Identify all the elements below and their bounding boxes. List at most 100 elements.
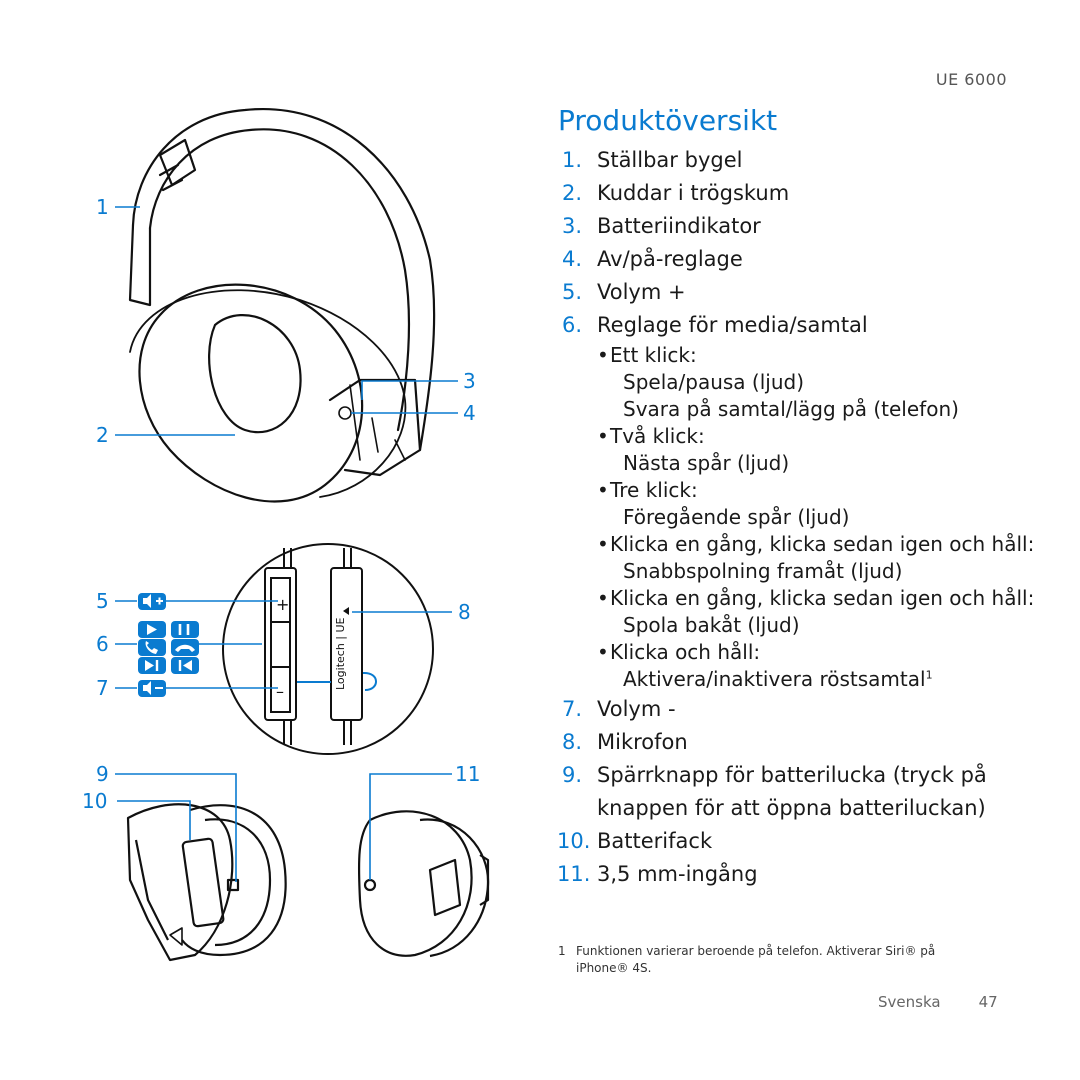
sub-item-label: Klicka en gång, klicka sedan igen och hå…: [610, 586, 1035, 610]
item-label: Mikrofon: [597, 730, 688, 754]
callout-2: 2: [96, 423, 109, 447]
sub-item-desc: Svara på samtal/lägg på (telefon): [623, 397, 959, 421]
audio-jack: [363, 878, 377, 892]
remote-cable-right-top: [343, 548, 352, 568]
callout-line-11: [369, 773, 452, 880]
sub-item-label: Tre klick:: [610, 478, 698, 502]
right-earcup-jack-area: [428, 858, 462, 917]
list-item-3: 3. Batteriindikator: [562, 210, 1042, 243]
item-number: 1.: [562, 148, 583, 172]
sub-item: Klicka en gång, klicka sedan igen och hå…: [597, 531, 1042, 585]
item-label: Volym +: [597, 280, 686, 304]
item-label: Batteriindikator: [597, 214, 761, 238]
item-number: 4.: [562, 247, 583, 271]
item-label: Volym -: [597, 697, 676, 721]
earcup-backplate-rim: [349, 384, 406, 461]
list-item-8: 8. Mikrofon: [562, 726, 1042, 759]
remote-brand-label: Logitech | UE: [334, 617, 347, 690]
item-label: Batterifack: [597, 829, 713, 853]
answer-call-icon: [138, 639, 166, 656]
earcups-open-view: [126, 803, 490, 962]
right-earcup-port: [479, 854, 490, 906]
callout-9: 9: [96, 762, 109, 786]
remote-cable-left-bottom: [283, 720, 292, 745]
product-illustration: 1 2 3 4 + – Logitech | UE 5 6: [82, 107, 490, 962]
sub-item-label: Klicka och håll:: [610, 640, 761, 664]
item-number: 3.: [562, 214, 583, 238]
item-number: 8.: [562, 730, 583, 754]
battery-door-inner: [134, 839, 169, 941]
list-item-9: 9.Spärrknapp för batterilucka (tryck på …: [562, 759, 1042, 825]
sub-item-label: Klicka en gång, klicka sedan igen och hå…: [610, 532, 1035, 556]
remote-body-left-inner: [270, 577, 291, 713]
latch-button: [226, 878, 240, 892]
volume-down-icon: [138, 680, 166, 697]
next-track-icon: [138, 657, 166, 674]
callout-5: 5: [96, 589, 109, 613]
sub-item-desc: Spola bakåt (ljud): [623, 613, 800, 637]
item-number: 6.: [562, 313, 583, 337]
remote-body-right: [330, 567, 363, 721]
headband-inner: [148, 128, 411, 432]
list-item-11: 11.3,5 mm-ingång: [557, 858, 1042, 891]
model-name: UE 6000: [935, 70, 1007, 89]
page-title: Produktöversikt: [558, 104, 778, 137]
page-number: 47: [978, 993, 998, 1011]
callout-6: 6: [96, 632, 109, 656]
left-earcup-inner: [204, 818, 272, 947]
list-item-4: 4. Av/på-reglage: [562, 243, 1042, 276]
callout-3: 3: [463, 369, 476, 393]
headphones-side-view: [128, 107, 436, 503]
list-item-7: 7.Volym -: [562, 693, 1042, 726]
power-switch-mark: [338, 406, 352, 420]
end-call-icon: [171, 639, 199, 656]
list-item-2: 2.Kuddar i trögskum: [562, 177, 1042, 210]
play-icon: [138, 621, 166, 638]
pause-icon: [171, 621, 199, 638]
item-number: 11.: [557, 862, 591, 886]
item-label: Spärrknapp för batterilucka (tryck på kn…: [597, 763, 987, 820]
sub-item-desc-text: Aktivera/inaktivera röstsamtal: [623, 667, 926, 691]
left-earcup: [181, 804, 287, 957]
item-label: Av/på-reglage: [597, 247, 743, 271]
right-earcup: [357, 810, 473, 957]
item-number: 5.: [562, 280, 583, 304]
feature-list: 1.Ställbar bygel 2.Kuddar i trögskum 3. B…: [557, 144, 1042, 891]
sub-item-label: Två klick:: [610, 424, 705, 448]
item-number: 10.: [557, 829, 591, 853]
headband-outer: [131, 107, 436, 452]
callout-7: 7: [96, 676, 109, 700]
callout-1: 1: [96, 195, 109, 219]
callout-4: 4: [463, 401, 476, 425]
right-earcup-shell: [419, 818, 490, 958]
remote-body-left: [264, 567, 297, 721]
earcup-backplate: [328, 378, 422, 477]
remote-mic-marker: [343, 607, 349, 615]
list-item-6: 6. Reglage för media/samtal Ett klick: S…: [562, 309, 1042, 693]
hinge-detail: [158, 163, 184, 192]
callout-11: 11: [455, 762, 480, 786]
earcup-shell: [129, 289, 407, 498]
remote-left-divider: [271, 621, 290, 668]
sub-item: Tre klick: Föregående spår (ljud): [597, 477, 1042, 531]
list-item-10: 10.Batterifack: [557, 825, 1042, 858]
remote-detail: [222, 543, 434, 755]
callout-10: 10: [82, 789, 107, 813]
cable-detail: [169, 927, 183, 946]
callout-8: 8: [458, 600, 471, 624]
previous-track-icon: [171, 657, 199, 674]
item-label: 3,5 mm-ingång: [597, 862, 758, 886]
footnote-text: Funktionen varierar beroende på telefon.…: [576, 944, 936, 975]
sub-item-desc: Föregående spår (ljud): [623, 505, 850, 529]
sub-item-desc: Aktivera/inaktivera röstsamtal1: [610, 666, 1042, 693]
sub-item-desc: Spela/pausa (ljud): [623, 370, 804, 394]
item-label: Kuddar i trögskum: [597, 181, 790, 205]
media-controls-list: Ett klick: Spela/pausa (ljud) Svara på s…: [597, 342, 1042, 693]
headband-slider: [128, 223, 152, 307]
battery-compartment: [181, 837, 225, 928]
sub-item: Ett klick: Spela/pausa (ljud) Svara på s…: [597, 342, 1042, 423]
list-item-1: 1.Ställbar bygel: [562, 144, 1042, 177]
sub-item-desc: Snabbspolning framåt (ljud): [623, 559, 903, 583]
callout-line-9: [115, 773, 237, 882]
